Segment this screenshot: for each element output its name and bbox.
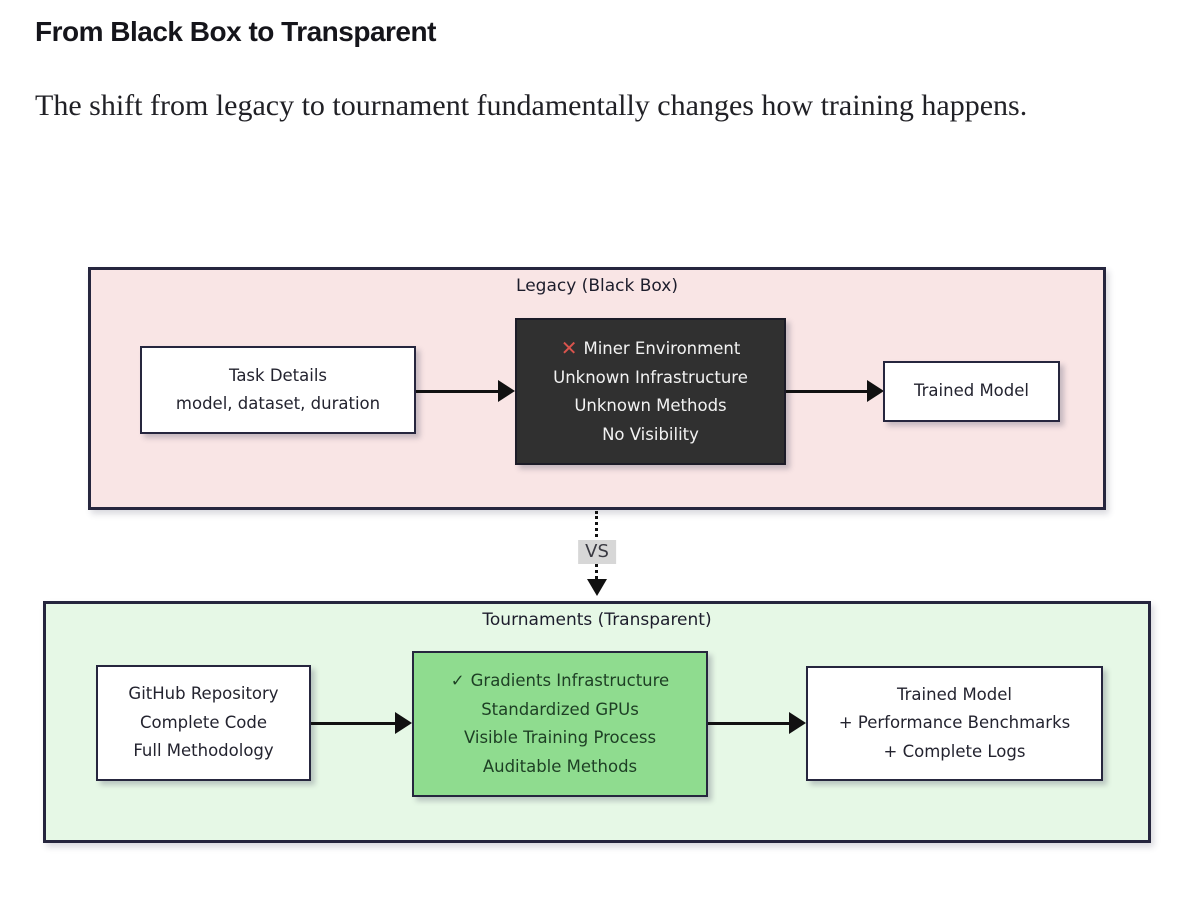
repo-box-line: Full Methodology [133, 741, 274, 761]
arrow-head-icon [395, 712, 412, 734]
infra-box-line: Standardized GPUs [481, 699, 639, 719]
miner-box-line: Unknown Infrastructure [553, 367, 748, 387]
miner-box-line: Unknown Methods [574, 396, 727, 415]
task-details-line: model, dataset, duration [175, 394, 381, 413]
infra-box-line: Auditable Methods [482, 756, 638, 776]
miner-box-title: Miner Environment [583, 339, 741, 358]
infra-box-line: Visible Training Process [463, 728, 657, 747]
arrow-repo-to-infra [311, 712, 412, 734]
vs-badge: VS [578, 540, 616, 564]
task-details-box: Task Details model, dataset, duration [140, 346, 416, 434]
miner-box-line: No Visibility [602, 424, 699, 444]
tournament-panel: Tournaments (Transparent) GitHub Reposit… [43, 601, 1151, 843]
x-mark-icon: ✕ [560, 336, 578, 360]
output-box-line: Trained Model [896, 684, 1012, 704]
trained-model-line: Trained Model [913, 381, 1029, 401]
arrow-head-icon [867, 380, 884, 402]
arrow-head-icon [789, 712, 806, 734]
arrow-shaft [416, 389, 502, 393]
task-details-line: Task Details [228, 365, 328, 385]
arrow-miner-to-trained [786, 380, 884, 402]
trained-model-box: Trained Model [883, 361, 1060, 422]
github-repository-box: GitHub Repository Complete Code Full Met… [96, 665, 311, 781]
check-mark-icon: ✓ [450, 671, 465, 690]
arrow-shaft [311, 721, 399, 725]
gradients-infrastructure-box: ✓ Gradients Infrastructure Standardized G… [412, 651, 708, 797]
miner-box-title-line: ✕ Miner Environment [561, 334, 741, 364]
legacy-panel: Legacy (Black Box) Task Details model, d… [88, 267, 1106, 510]
infra-box-title-line: ✓ Gradients Infrastructure [451, 667, 669, 696]
tournament-panel-title: Tournaments (Transparent) [482, 610, 712, 630]
tournament-output-box: Trained Model + Performance Benchmarks +… [806, 666, 1103, 781]
arrow-task-to-miner [416, 380, 515, 402]
intro-paragraph: The shift from legacy to tournament fund… [35, 89, 1028, 122]
output-box-line: + Performance Benchmarks [838, 713, 1071, 733]
arrow-shaft [708, 721, 793, 725]
arrow-shaft [786, 389, 871, 393]
vs-arrow-head-icon [587, 579, 607, 596]
legacy-panel-title: Legacy (Black Box) [516, 276, 678, 296]
arrow-head-icon [498, 380, 515, 402]
repo-box-line: GitHub Repository [128, 684, 279, 704]
arrow-infra-to-output [708, 712, 806, 734]
repo-box-line: Complete Code [139, 712, 267, 732]
miner-environment-box: ✕ Miner Environment Unknown Infrastructur… [515, 318, 786, 465]
infra-box-title: Gradients Infrastructure [470, 671, 670, 690]
page-title: From Black Box to Transparent [35, 16, 436, 47]
output-box-line: + Complete Logs [883, 741, 1026, 761]
